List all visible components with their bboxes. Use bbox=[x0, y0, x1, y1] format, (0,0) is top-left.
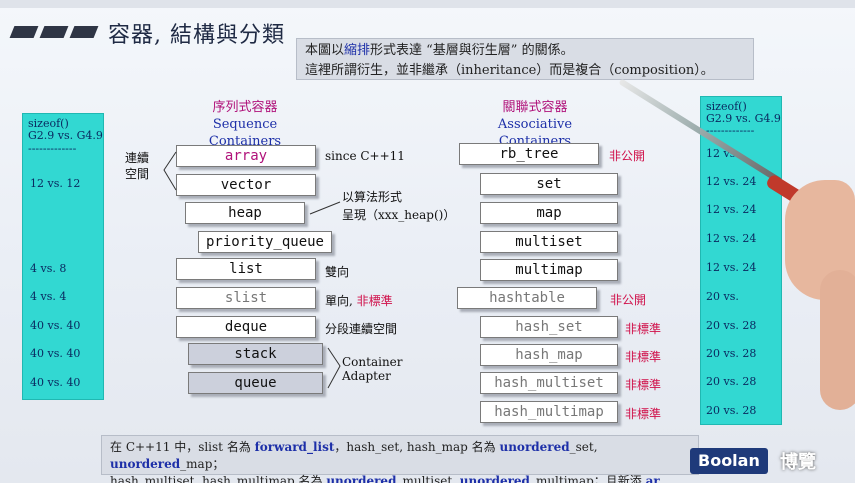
boolan-logo-zh: 博覽 bbox=[780, 452, 816, 473]
right-sizeof-value: 20 vs. 28 bbox=[706, 347, 757, 360]
left-sizeof-value: 4 vs. 4 bbox=[30, 290, 67, 303]
container-hashtable: hashtable bbox=[457, 287, 597, 309]
right-sizeof-value: 20 vs. 28 bbox=[706, 375, 757, 388]
container-priority-queue: priority_queue bbox=[198, 231, 332, 253]
sequence-heading-zh: 序列式容器 bbox=[212, 100, 278, 115]
top-bar bbox=[0, 0, 855, 8]
bottom-bold: forward_list bbox=[254, 440, 335, 454]
left-sizeof-value: 40 vs. 40 bbox=[30, 376, 81, 389]
container-hash-multiset: hash_multiset bbox=[480, 372, 618, 394]
hashtable-nonpublic-label: 非公開 bbox=[610, 293, 647, 307]
left-panel-head-3: ------------- bbox=[28, 142, 77, 155]
right-panel-head-3: ------------- bbox=[706, 124, 755, 137]
presenter-arm-icon bbox=[820, 270, 855, 410]
left-sizeof-panel bbox=[22, 113, 104, 400]
bottom-bold: unordered bbox=[459, 474, 530, 483]
contiguous-brace-icon bbox=[163, 151, 177, 191]
container-stack: stack bbox=[188, 343, 323, 365]
container-slist: slist bbox=[176, 287, 316, 309]
deque-label: 分段連續空間 bbox=[325, 322, 398, 336]
decor-bar-icon bbox=[69, 26, 99, 38]
bottom-text: ，hash_set, hash_map 名為 bbox=[334, 440, 500, 454]
slist-label: 單向, 非標準 bbox=[325, 292, 393, 309]
hash-multiset-nonstandard-label: 非標準 bbox=[625, 378, 662, 392]
bottom-bold: unordered bbox=[110, 457, 181, 471]
right-sizeof-value: 20 vs. 28 bbox=[706, 404, 757, 417]
container-multimap: multimap bbox=[480, 259, 618, 281]
adapter-brace-icon bbox=[327, 347, 341, 389]
heap-note-line1: 以算法形式 bbox=[342, 190, 403, 204]
slide-title: 容器, 結構與分類 bbox=[108, 23, 285, 48]
bottom-text: _multiset, bbox=[396, 474, 460, 483]
bottom-note: 在 C++11 中，slist 名為 forward_list，hash_set… bbox=[101, 435, 699, 483]
note-text: 這裡所謂衍生，並非繼承（inheritance）而是複合（composition… bbox=[305, 63, 714, 78]
left-panel-head-2: G2.9 vs. G4.9 bbox=[28, 129, 103, 142]
slist-label-text: 單向, bbox=[325, 294, 353, 308]
note-highlight: 縮排 bbox=[344, 43, 371, 58]
right-sizeof-value: 12 vs. 24 bbox=[706, 261, 757, 274]
container-set: set bbox=[480, 173, 618, 195]
rb-tree-nonpublic-label: 非公開 bbox=[609, 149, 646, 163]
right-sizeof-value: 12 vs. 24 bbox=[706, 232, 757, 245]
decor-bar-icon bbox=[9, 26, 39, 38]
container-hash-set: hash_set bbox=[480, 316, 618, 338]
bottom-bold: ar bbox=[645, 474, 660, 483]
container-queue: queue bbox=[188, 372, 323, 394]
hash-multimap-nonstandard-label: 非標準 bbox=[625, 407, 662, 421]
note-box: 本圖以縮排形式表達 “基層與衍生層” 的關係。 這裡所謂衍生，並非繼承（inhe… bbox=[296, 38, 754, 80]
right-sizeof-value: 20 vs. 28 bbox=[706, 319, 757, 332]
bottom-text: _set, bbox=[569, 440, 598, 454]
left-sizeof-value: 4 vs. 8 bbox=[30, 262, 67, 275]
container-hash-multimap: hash_multimap bbox=[480, 401, 618, 423]
container-rb-tree: rb_tree bbox=[459, 143, 599, 165]
bottom-bold: unordered bbox=[326, 474, 397, 483]
bottom-text: hash_multiset, hash_multimap 名為 bbox=[110, 474, 327, 483]
right-sizeof-value: 20 vs. bbox=[706, 290, 739, 303]
associative-heading-zh: 關聯式容器 bbox=[502, 100, 568, 115]
hash-map-nonstandard-label: 非標準 bbox=[625, 350, 662, 364]
right-sizeof-value: 12 vs. 24 bbox=[706, 175, 757, 188]
list-label: 雙向 bbox=[325, 265, 350, 279]
container-heap: heap bbox=[185, 202, 305, 224]
right-panel-head-1: sizeof() bbox=[706, 100, 747, 113]
right-sizeof-value: 12 vs. 24 bbox=[706, 203, 757, 216]
decor-bar-icon bbox=[39, 26, 69, 38]
left-sizeof-value: 40 vs. 40 bbox=[30, 347, 81, 360]
container-vector: vector bbox=[176, 174, 316, 196]
container-array: array bbox=[176, 145, 316, 167]
boolan-logo: Boolan bbox=[690, 448, 768, 474]
left-sizeof-value: 40 vs. 40 bbox=[30, 319, 81, 332]
adapter-label: Container Adapter bbox=[342, 355, 403, 383]
bottom-text: _multimap；且新添 bbox=[529, 474, 646, 483]
note-text: 本圖以 bbox=[305, 43, 345, 58]
left-sizeof-value: 12 vs. 12 bbox=[30, 177, 81, 190]
hash-set-nonstandard-label: 非標準 bbox=[625, 322, 662, 336]
note-text: 形式表達 “基層與衍生層” 的關係。 bbox=[370, 43, 574, 58]
sequence-heading: 序列式容器 Sequence Containers bbox=[175, 99, 315, 150]
left-panel-head-1: sizeof() bbox=[28, 117, 69, 130]
container-multiset: multiset bbox=[480, 231, 618, 253]
bottom-bold: unordered bbox=[499, 440, 570, 454]
bottom-text: _map； bbox=[180, 457, 225, 471]
contiguous-label: 連續 空間 bbox=[125, 151, 150, 181]
heap-note-line2: 呈現（xxx_heap()） bbox=[342, 208, 456, 222]
right-panel-head-2: G2.9 vs. G4.9 bbox=[706, 112, 781, 125]
container-list: list bbox=[176, 258, 316, 280]
container-map: map bbox=[480, 202, 618, 224]
container-deque: deque bbox=[176, 316, 316, 338]
array-since-label: since C++11 bbox=[325, 149, 405, 163]
heap-connector-icon bbox=[309, 201, 341, 215]
slist-nonstandard: 非標準 bbox=[356, 294, 393, 308]
right-sizeof-panel bbox=[700, 96, 782, 425]
bottom-text: 在 C++11 中，slist 名為 bbox=[110, 440, 255, 454]
container-hash-map: hash_map bbox=[480, 344, 618, 366]
